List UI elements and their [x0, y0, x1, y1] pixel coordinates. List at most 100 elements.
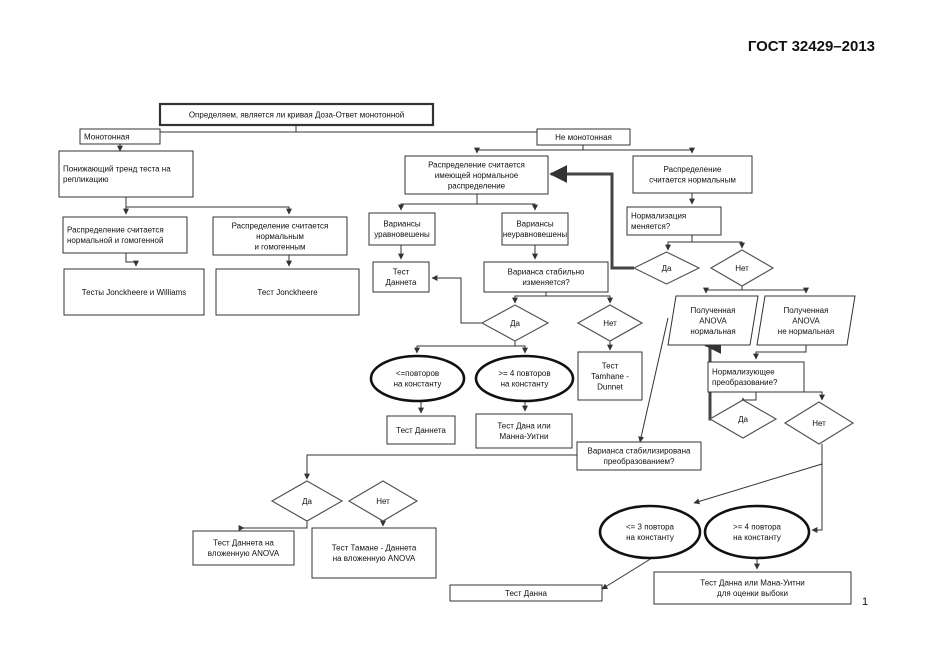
rect-shape	[501, 212, 569, 246]
node-label: Да	[302, 497, 312, 506]
connector-arrow	[756, 391, 825, 401]
rect-shape	[372, 261, 430, 293]
node-label: Манна-Уитни	[500, 432, 549, 441]
node-label: нормальная	[690, 327, 735, 336]
connector-arrow	[703, 286, 743, 294]
rect-shape	[215, 268, 360, 316]
node-label: Полученная	[691, 306, 736, 315]
node-d-yes2: Да	[480, 304, 550, 342]
node-label: вложенную ANOVA	[208, 549, 280, 558]
node-label: Tamhane -	[591, 372, 629, 381]
rect-shape	[386, 415, 456, 445]
node-label: имеющей нормальное	[435, 171, 519, 180]
node-label: меняется?	[631, 222, 671, 231]
node-label: неуравновешены	[503, 230, 568, 239]
rect-shape	[475, 413, 573, 449]
node-label: Монотонная	[84, 132, 130, 141]
connector-arrow	[414, 341, 516, 354]
node-label: Тесты Jonckheere и Williams	[82, 288, 187, 297]
connector-arrow	[693, 463, 823, 505]
node-label: Вариансы	[516, 220, 554, 229]
node-n-root: Определяем, является ли кривая Доза-Отве…	[158, 102, 435, 127]
rect-shape	[212, 216, 348, 256]
ellipse-shape	[474, 354, 575, 403]
node-label: Распределение считается	[67, 226, 164, 235]
node-label: Dunnet	[597, 382, 624, 391]
node-label: нормальной и гомогенной	[67, 236, 163, 245]
node-label: Да	[662, 264, 672, 273]
node-label: Да	[738, 415, 748, 424]
rect-shape	[577, 351, 643, 401]
node-label: репликацию	[63, 175, 109, 184]
connector-arrow	[431, 275, 482, 324]
connector-arrow	[398, 194, 478, 211]
node-label: ANOVA	[792, 316, 820, 325]
node-d-yes4: Да	[270, 480, 344, 522]
ellipse-shape	[369, 354, 466, 403]
node-label: Тест Даннета	[396, 426, 446, 435]
node-n-normaldist: Распределение считается имеющей нормально…	[404, 155, 549, 195]
page-number: 1	[862, 596, 869, 608]
rect-shape	[449, 584, 603, 602]
connector-arrow	[753, 345, 807, 360]
node-label: Нет	[735, 264, 749, 273]
diamond-shape	[576, 304, 644, 342]
node-label: >= 4 повтора	[733, 523, 782, 532]
node-label: Нормализация	[631, 212, 686, 221]
connector-arrow	[477, 203, 538, 211]
connector-arrow	[126, 206, 292, 215]
rect-shape	[707, 361, 805, 393]
node-d-yes3: Да	[708, 399, 778, 439]
rect-shape	[63, 268, 205, 316]
node-label: Да	[510, 319, 520, 328]
diamond-shape	[270, 480, 344, 522]
node-label: изменяется?	[522, 278, 570, 287]
node-label: Варианса стабильно	[507, 268, 585, 277]
rect-shape	[58, 150, 194, 198]
node-label: Тест Данна	[505, 589, 547, 598]
node-label: нормальным	[256, 232, 304, 241]
diamond-shape	[480, 304, 550, 342]
rect-shape	[62, 216, 188, 254]
connector-arrow	[638, 317, 669, 443]
connector-arrow	[243, 521, 308, 531]
rect-shape	[311, 527, 437, 579]
standard-header: ГОСТ 32429–2013	[747, 38, 875, 55]
node-label: на константу	[626, 533, 674, 542]
node-n-mono: Монотонная	[79, 128, 161, 145]
node-label: Варианса стабилизирована	[588, 447, 692, 456]
connector-arrow	[740, 392, 757, 404]
node-label: Полученная	[784, 306, 829, 315]
connector-arrow	[692, 241, 745, 249]
rect-shape	[404, 155, 549, 195]
node-label: на вложенную ANOVA	[333, 554, 416, 563]
rect-shape	[483, 261, 609, 293]
node-label: Нормализующее	[712, 368, 775, 377]
rect-shape	[626, 206, 722, 236]
node-label: Тест	[393, 268, 410, 277]
node-label: и гомогенным	[254, 242, 305, 251]
node-label: Понижающий тренд теста на	[63, 165, 171, 174]
node-label: Тест Тамане - Даннета	[332, 544, 417, 553]
node-d-no3: Нет	[783, 401, 855, 445]
connector-arrow	[546, 295, 613, 304]
diamond-shape	[708, 399, 778, 439]
node-label: >= 4 повторов	[498, 369, 550, 378]
para-shape	[756, 295, 856, 346]
node-n-jonck: Тест Jonckheere	[215, 268, 360, 316]
node-n-jw: Тесты Jonckheere и Williams	[63, 268, 205, 316]
node-label: Распределение считается	[428, 160, 525, 169]
ellipse-shape	[703, 504, 811, 560]
